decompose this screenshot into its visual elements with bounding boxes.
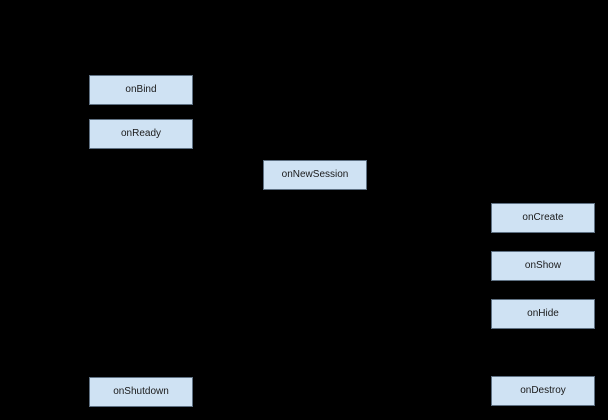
node-ondestroy: onDestroy (491, 376, 595, 406)
node-onshutdown-label: onShutdown (113, 386, 169, 397)
node-onbind-label: onBind (125, 84, 157, 95)
node-onhide: onHide (491, 299, 595, 329)
node-onhide-label: onHide (527, 308, 559, 319)
node-onshow-label: onShow (524, 260, 562, 271)
node-onnewsession-label: onNewSession (281, 169, 349, 180)
node-onready-label: onReady (120, 128, 162, 139)
node-ondestroy-label: onDestroy (520, 385, 566, 396)
node-oncreate: onCreate (491, 203, 595, 233)
node-oncreate-label: onCreate (522, 212, 564, 223)
node-onready: onReady (89, 119, 193, 149)
node-onshutdown: onShutdown (89, 377, 193, 407)
node-onnewsession: onNewSession (263, 160, 367, 190)
node-onbind: onBind (89, 75, 193, 105)
node-onshow: onShow (491, 251, 595, 281)
